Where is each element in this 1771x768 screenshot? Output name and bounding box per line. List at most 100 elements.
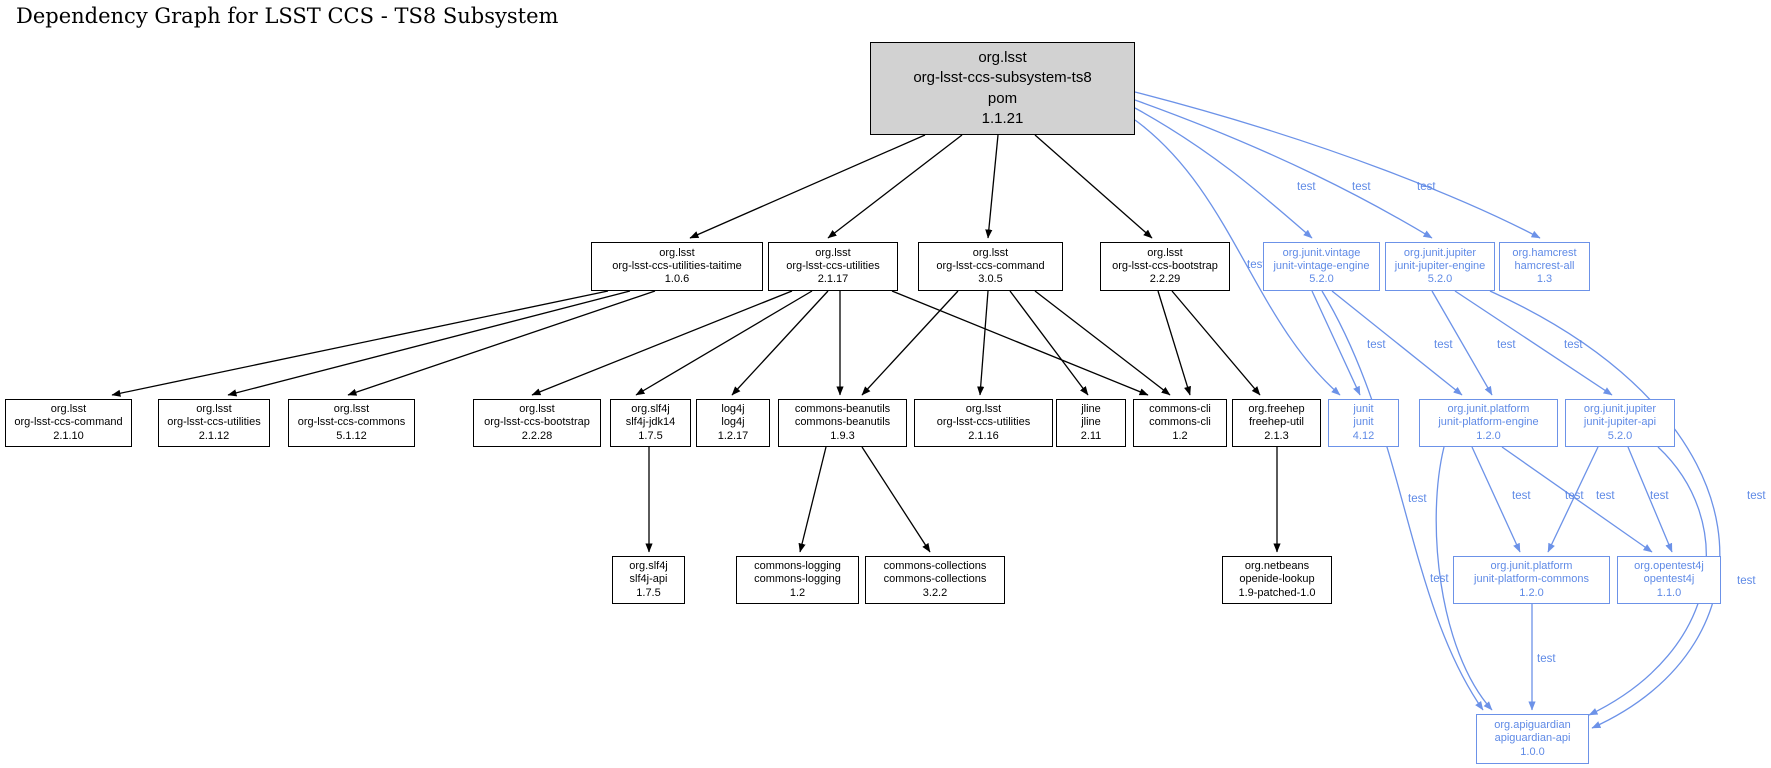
node-label-line: org.opentest4j [1634,560,1704,573]
node-label-line: 2.1.17 [817,273,849,286]
node-label-line: junit-platform-engine [1438,416,1539,429]
node-label-line: junit-platform-commons [1474,573,1589,586]
node-label-line: commons-collections [883,573,987,586]
edge-taitime-to-command10 [111,290,609,397]
node-label-line: 2.1.3 [1264,429,1289,442]
node-label-line: org.junit.platform [1447,403,1530,416]
edge-utilities17-to-log4j [731,290,829,396]
node-label-line: org-lsst-ccs-command [936,259,1045,272]
node-label-line: 1.2 [1172,429,1188,442]
node-label-line: hamcrest-all [1514,259,1575,272]
node-label-line: pom [987,89,1018,107]
node-label-line: 2.1.12 [198,429,230,442]
node-label-line: slf4j-jdk14 [625,416,676,429]
node-label-line: org-lsst-ccs-commons [297,416,406,429]
edge-command305-to-jline [1009,290,1089,396]
node-label-line: 3.0.5 [978,273,1003,286]
edge-root-to-junit412 [1134,119,1341,396]
edge-vintage-to-platformengine [1331,290,1463,396]
edge-scope-label: test [1297,181,1316,193]
edge-root-to-command305 [985,134,999,239]
node-label-line: commons-beanutils [794,403,891,416]
edge-root-to-bootstrap29 [1034,134,1153,239]
node-label-line: commons-cli [1149,403,1211,416]
node-label-line: 2.2.29 [1149,273,1181,286]
node-label-line: commons-logging [754,560,841,573]
node-label-line: org-lsst-ccs-command [14,416,123,429]
node-label-line: 2.2.28 [521,429,553,442]
node-label-line: freehep-util [1248,416,1305,429]
node-label-line: org.hamcrest [1512,246,1577,259]
node-label-line: 4.12 [1352,429,1375,442]
edge-taitime-to-utilities12 [227,290,631,397]
edge-root-to-jupiterengine [1134,99,1433,239]
node-label-line: junit [1353,403,1374,416]
edge-command305-to-cli [1034,290,1171,396]
node-label-line: commons-beanutils [794,416,891,429]
edge-scope-label: test [1497,339,1516,351]
edge-scope-label: test [1352,181,1371,193]
edge-jupiterapi-to-platformcommons [1547,446,1599,553]
edge-scope-label: test [1512,490,1531,502]
node-label-line: 1.2.0 [1476,429,1501,442]
node-label-line: org-lsst-ccs-bootstrap [1112,259,1218,272]
node-label-line: 1.1.21 [981,109,1024,127]
edge-jupiterengine-to-platformengine [1431,290,1493,396]
node-label-line: commons-logging [754,573,841,586]
node-label-line: 5.2.0 [1427,273,1453,286]
node-label-line: org.freehep [1248,403,1305,416]
node-label-line: org.junit.vintage [1282,246,1361,259]
edge-jupiterapi-to-opentest4j [1627,446,1673,553]
edge-scope-label: test [1537,653,1556,665]
node-label-line: 1.7.5 [638,429,663,442]
edge-scope-label: test [1565,490,1584,502]
edge-utilities17-to-bootstrap28 [531,290,793,396]
node-label-line: 1.7.5 [636,586,661,599]
node-label-line: 5.1.12 [336,429,367,442]
node-label-line: junit-jupiter-api [1583,416,1657,429]
node-label-line: org-lsst-ccs-utilities-taitime [612,259,742,272]
node-label-line: org-lsst-ccs-utilities [936,416,1031,429]
edge-jupiterengine-to-apiguardian [1489,290,1721,729]
node-label-line: commons-cli [1149,416,1211,429]
edge-scope-label: test [1737,575,1756,587]
node-label-line: org-lsst-ccs-utilities [786,259,880,272]
node-label-line: org.junit.jupiter [1583,403,1657,416]
node-label-line: junit [1353,416,1374,429]
edge-platformengine-to-opentest4j [1501,446,1653,553]
edge-scope-label: test [1367,339,1386,351]
edge-root-to-utilities17 [827,134,963,239]
node-label-line: org-lsst-ccs-bootstrap [484,416,590,429]
node-label-line: 1.2.0 [1519,586,1544,599]
